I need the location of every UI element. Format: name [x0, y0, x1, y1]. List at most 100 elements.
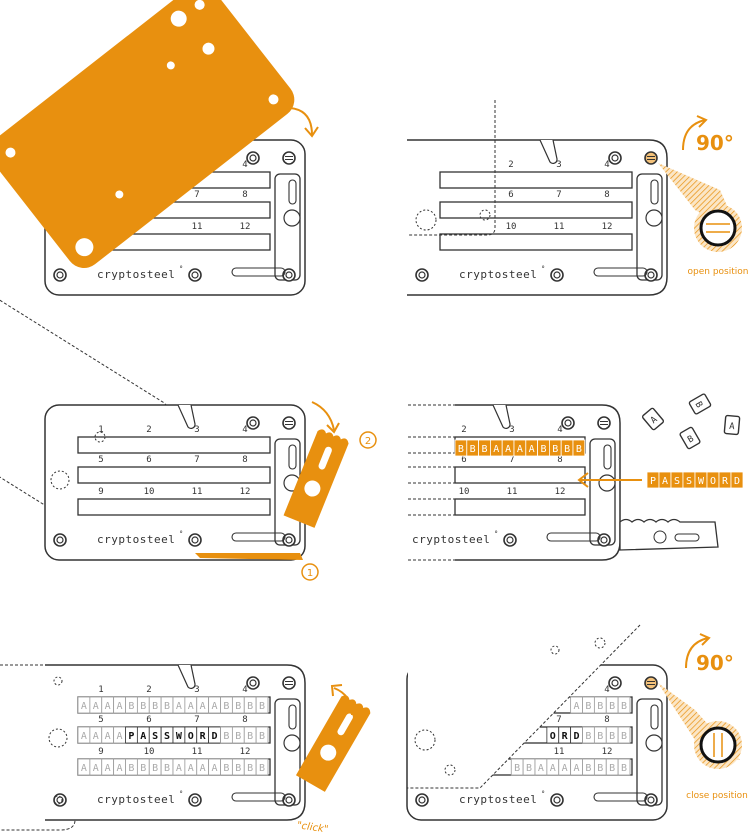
rotate-arrow-icon [685, 637, 709, 669]
tile-letter: A [93, 701, 99, 712]
tile-body [641, 407, 665, 431]
plate-hole [115, 190, 124, 199]
slot-number: 10 [144, 747, 155, 757]
screw-icon [188, 268, 202, 282]
letter-tile [617, 696, 631, 714]
slot-number: 3 [556, 160, 561, 170]
gate-slot [337, 713, 353, 736]
screw-center [647, 271, 655, 279]
screw-icon [608, 151, 622, 165]
tile-letter: B [223, 731, 229, 742]
tile-letter: B [223, 763, 229, 774]
gate-slot [288, 444, 297, 470]
tile-letter: A [117, 701, 123, 712]
slot-number: 1 [98, 685, 103, 695]
tile-letter: B [152, 701, 158, 712]
screw-detail-open [699, 209, 737, 247]
tile-letter: B [235, 763, 241, 774]
rotate-arrow-icon [682, 119, 706, 151]
screw-icon [53, 533, 67, 547]
slot-number: 7 [509, 455, 514, 465]
tile-letter: S [152, 731, 158, 742]
slot-number: 3 [194, 685, 199, 695]
gate-hole [320, 744, 337, 761]
bottom-slot [593, 792, 648, 802]
letter-tile [255, 696, 269, 714]
tile-letter: R [722, 476, 729, 487]
tile-body [723, 414, 741, 436]
screw-detail-closed [699, 726, 737, 764]
brand-mark: ° [179, 790, 183, 798]
side-gate-open [619, 518, 719, 551]
tile-letter: A [729, 422, 736, 432]
slot-number: 2 [146, 425, 151, 435]
dashed-hole [444, 764, 456, 776]
tile-letter: A [81, 731, 87, 742]
slot-number: 8 [242, 190, 247, 200]
tile-letter: B [609, 731, 615, 742]
slot-number: 8 [242, 715, 247, 725]
slot-number: 11 [192, 487, 203, 497]
tile-letter: B [585, 731, 591, 742]
rotate-arrow-icon [333, 687, 353, 716]
slot-number: 6 [461, 455, 466, 465]
tile-letter: S [674, 476, 680, 487]
dashed-hole [414, 729, 436, 751]
slot-number: 10 [144, 487, 155, 497]
tile-letter: B [597, 701, 603, 712]
tile-letter: A [176, 701, 182, 712]
screw-icon [415, 793, 429, 807]
slotted-screw-icon [644, 151, 658, 165]
gate-hole [283, 734, 301, 752]
step-badge [301, 563, 319, 581]
gate-hole [304, 480, 321, 497]
tile-letter: B [693, 400, 704, 410]
slot-number: 9 [98, 487, 103, 497]
slot-number: 12 [555, 487, 566, 497]
gate-hinge [195, 553, 303, 560]
tile-letter: B [609, 763, 615, 774]
tile-letter: B [540, 444, 546, 455]
tile-letter: B [247, 731, 253, 742]
screw-center [56, 271, 64, 279]
dashed-hole [479, 209, 491, 221]
screw-center [553, 271, 561, 279]
slot-number: 6 [508, 190, 513, 200]
tile-slot [439, 171, 633, 189]
tile-letter: A [649, 415, 660, 427]
tile-slot [454, 498, 586, 516]
close-position-caption: close position [686, 791, 748, 801]
gate-slot [288, 179, 297, 205]
click-label: "click" [296, 820, 329, 835]
screw-center [249, 419, 257, 427]
slot-number: 6 [146, 455, 151, 465]
slot-number: 4 [242, 160, 247, 170]
slot-number: 10 [506, 222, 517, 232]
tile-letter: S [686, 476, 692, 487]
tile-letter: B [597, 731, 603, 742]
tile-letter: A [93, 731, 99, 742]
gate-plate [619, 518, 719, 551]
plate-hole [170, 10, 187, 27]
tile-letter: O [710, 476, 716, 487]
slotted-screw-icon [644, 676, 658, 690]
slotted-screw-icon [597, 416, 611, 430]
slot-number: 12 [602, 222, 613, 232]
tile-letter: A [662, 476, 668, 487]
screw-icon [282, 793, 296, 807]
tile-letter: B [470, 444, 476, 455]
slot-number: 4 [557, 425, 562, 435]
tile-letter: B [481, 444, 487, 455]
tile-letter: R [562, 731, 569, 742]
dashed-hole [50, 470, 70, 490]
plate-hole [202, 42, 215, 55]
slot-number: 2 [461, 425, 466, 435]
brand-logo: cryptosteel [97, 533, 175, 546]
tile-letter: B [223, 701, 229, 712]
tile-letter: W [176, 731, 183, 742]
slotted-screw-icon [282, 676, 296, 690]
tile-letter: O [188, 731, 194, 742]
tile-letter: A [200, 701, 206, 712]
